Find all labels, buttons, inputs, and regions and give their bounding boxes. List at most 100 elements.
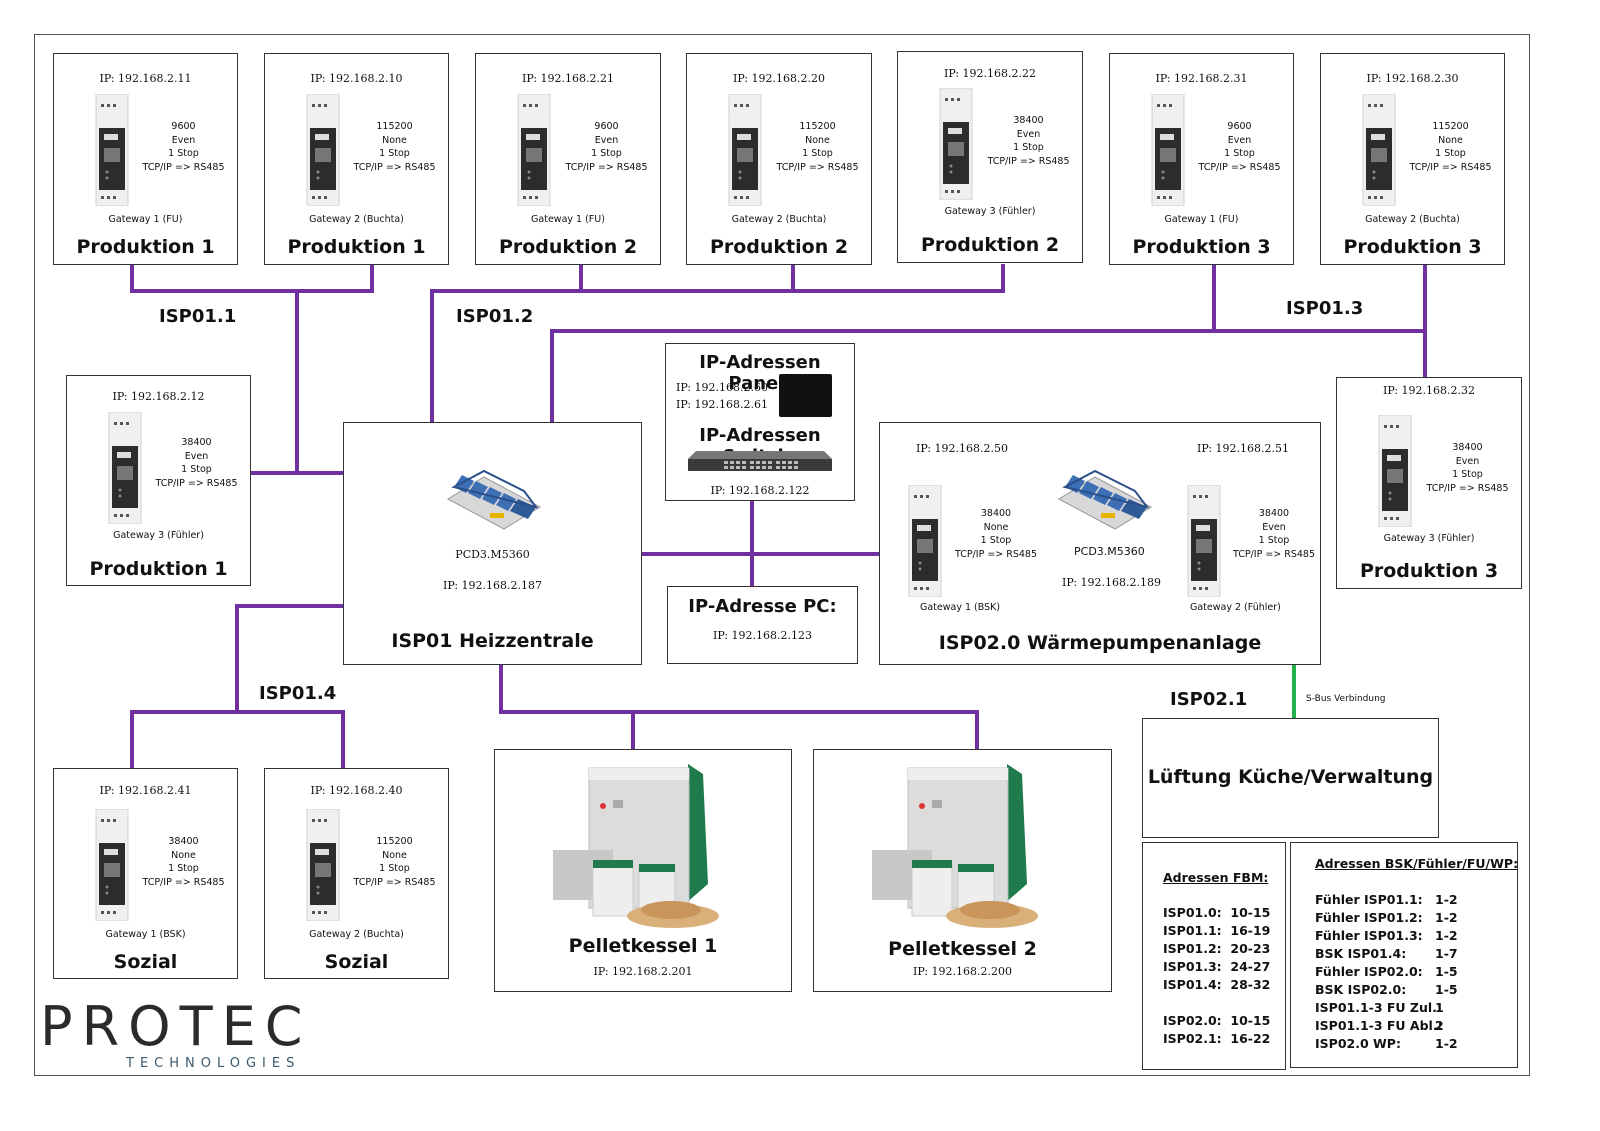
bsk-row: ISP02.0 WP:1-2	[1315, 1036, 1458, 1051]
plc-icon	[446, 469, 542, 530]
gateway-title: Produktion 3	[1132, 236, 1271, 258]
gateway-device-icon	[939, 87, 973, 201]
gateway-device-icon	[908, 484, 942, 598]
wp-model: PCD3.M5360	[1074, 545, 1145, 558]
plc-icon	[1057, 469, 1153, 530]
gateway-title: Produktion 2	[498, 236, 638, 258]
gateway-ip: IP: 192.168.2.11	[99, 72, 192, 85]
diagram-frame	[34, 34, 1530, 1076]
gateway-title: Produktion 2	[920, 234, 1060, 256]
fbm-row: ISP01.4: 28-32	[1163, 977, 1271, 992]
gateway-title: Sozial	[324, 951, 389, 973]
panel-title: IP-Adressen Panel:	[699, 352, 821, 394]
protec-logo: PROTEC TECHNOLOGIES	[40, 995, 312, 1072]
switch-icon	[688, 451, 832, 471]
gateway-ip: IP: 192.168.2.30	[1366, 72, 1459, 85]
link-isp014-bottom	[130, 710, 345, 768]
gateway-device-icon	[108, 411, 142, 525]
bsk-row: BSK ISP02.0:1-5	[1315, 982, 1458, 997]
fbm-row: ISP02.1: 16-22	[1163, 1031, 1271, 1046]
bsk-header: Adressen BSK/Fühler/FU/WP:	[1315, 856, 1519, 871]
gateway-ip: IP: 192.168.2.31	[1155, 72, 1248, 85]
gateway-name: Gateway 3 (Fühler)	[113, 530, 204, 541]
bsk-row: Fühler ISP01.1:1-2	[1315, 892, 1458, 907]
gateway-ip: IP: 192.168.2.32	[1382, 384, 1476, 397]
heiz-title: ISP01 Heizzentrale	[391, 630, 594, 652]
bsk-row: Fühler ISP01.2:1-2	[1315, 910, 1458, 925]
wp-ip-right: IP: 192.168.2.51	[1197, 442, 1290, 455]
kessel-2-title: Pelletkessel 2	[888, 938, 1037, 960]
gateway-device-icon	[517, 93, 551, 207]
wp-gw-right: Gateway 2 (Fühler)	[1190, 602, 1281, 613]
gateway-title: Produktion 2	[709, 236, 849, 258]
gateway-ip: IP: 192.168.2.12	[112, 390, 205, 403]
label-isp013: ISP01.3	[1286, 298, 1364, 319]
fbm-row: ISP01.3: 24-27	[1163, 959, 1271, 974]
boiler-icon	[872, 764, 1038, 928]
gateway-device-icon	[95, 808, 129, 922]
bsk-row: Fühler ISP01.3:1-2	[1315, 928, 1458, 943]
fbm-row: ISP01.1: 16-19	[1163, 923, 1271, 938]
bsk-address-table: Adressen BSK/Fühler/FU/WP: Fühler ISP01.…	[1290, 842, 1518, 1068]
link-isp012-feed	[430, 289, 581, 423]
gateway-name: Gateway 2 (Buchta)	[1365, 214, 1460, 225]
wp-ip-left: IP: 192.168.2.50	[916, 442, 1009, 455]
boiler-icon	[553, 764, 719, 928]
gateway-device-icon	[306, 808, 340, 922]
gateway-name: Gateway 2 (Buchta)	[731, 214, 827, 225]
gateway-name: Gateway 3 (Fühler)	[944, 206, 1036, 217]
gateway-device-icon	[728, 93, 762, 207]
lueftung-box: Lüftung Küche/Verwaltung	[1142, 718, 1439, 838]
gateway-title: Produktion 1	[76, 236, 215, 258]
gateway-device-icon	[1362, 93, 1396, 207]
kessel-1-title: Pelletkessel 1	[568, 935, 718, 957]
gateway-name: Gateway 3 (Fühler)	[1383, 533, 1475, 544]
bsk-row: BSK ISP01.4:1-7	[1315, 946, 1458, 961]
kessel-1-ip: IP: 192.168.2.201	[593, 965, 693, 978]
fbm-header: Adressen FBM:	[1163, 870, 1269, 885]
bsk-row: Fühler ISP02.0:1-5	[1315, 964, 1458, 979]
gateway-ip: IP: 192.168.2.41	[99, 784, 192, 797]
pc-title: IP-Adresse PC:	[688, 596, 837, 617]
bsk-row: ISP01.1-3 FU Abl.:2	[1315, 1018, 1444, 1033]
gateway-device-icon	[1187, 484, 1221, 598]
gateway-title: Produktion 1	[89, 558, 228, 580]
wp-ip-center: IP: 192.168.2.189	[1062, 576, 1162, 589]
gateway-ip: IP: 192.168.2.40	[310, 784, 403, 797]
link-isp014-feed	[235, 604, 343, 712]
label-isp011: ISP01.1	[159, 306, 237, 327]
label-isp021: ISP02.1	[1170, 689, 1248, 710]
heiz-ip: IP: 192.168.2.187	[442, 579, 543, 592]
heizzentrale-box: PCD3.M5360 IP: 192.168.2.187 ISP01 Heizz…	[343, 422, 642, 665]
gateway-name: Gateway 1 (FU)	[531, 214, 605, 225]
gateway-ip: IP: 192.168.2.21	[521, 72, 615, 85]
panel-icon	[779, 374, 832, 417]
link-isp011-top	[130, 264, 374, 293]
gateway-title: Sozial	[113, 951, 178, 973]
bsk-row: ISP01.1-3 FU Zul.:1	[1315, 1000, 1444, 1015]
fbm-row: ISP01.2: 20-23	[1163, 941, 1271, 956]
panel-switch-box: IP-Adressen Panel: IP: 192.168.2.60 IP: …	[665, 343, 855, 501]
gateway-title: Produktion 3	[1359, 560, 1499, 582]
gateway-name: Gateway 2 (Buchta)	[309, 214, 404, 225]
gateway-device-icon	[306, 93, 340, 207]
panel-ip2: IP: 192.168.2.61	[676, 398, 769, 411]
